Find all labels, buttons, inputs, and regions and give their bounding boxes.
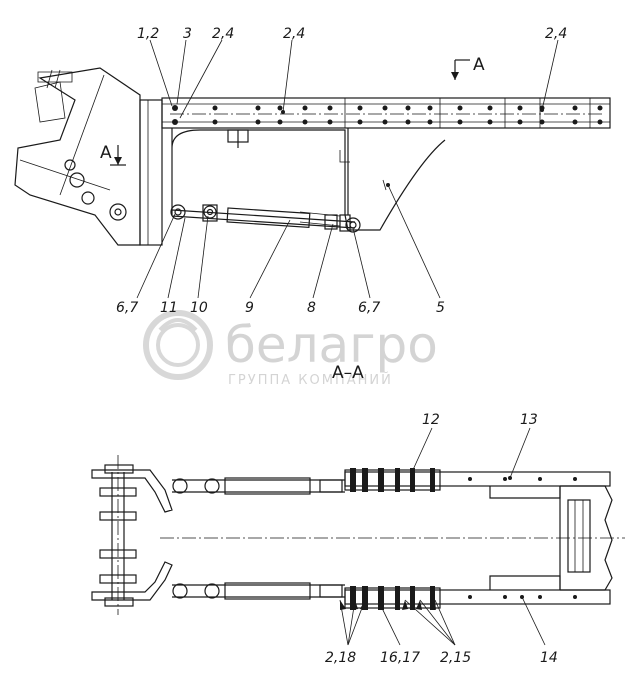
callout-3: 3: [183, 26, 192, 42]
telescopic-rod: [170, 204, 361, 233]
plan-view: [91, 427, 625, 646]
callout-5: 5: [436, 300, 445, 316]
callout-12: 12: [422, 412, 440, 428]
callout-10: 10: [190, 300, 208, 316]
callout-8: 8: [307, 300, 316, 316]
callout-2-4-b: 2,4: [283, 26, 305, 42]
top-leader-dots: [281, 108, 544, 187]
callout-2-18: 2,18: [325, 650, 356, 666]
callout-13: 13: [520, 412, 538, 428]
watermark-logo: [143, 310, 213, 380]
plan-leader-arrows: [340, 476, 524, 610]
top-leaders: [136, 39, 559, 299]
callout-9: 9: [245, 300, 254, 316]
watermark-brand: белагро: [225, 316, 438, 374]
callout-6-7-left: 6,7: [116, 300, 138, 316]
lower-beam-bolts: [350, 586, 577, 610]
top-view: А А: [14, 39, 611, 299]
callout-2-4-a: 2,4: [212, 26, 234, 42]
main-beam: [161, 97, 611, 129]
roller-discs: [99, 487, 137, 584]
callout-14: 14: [540, 650, 558, 666]
callout-2-4-c: 2,4: [545, 26, 567, 42]
section-marker-top: А: [451, 55, 485, 80]
frame-post: [139, 99, 163, 246]
callout-1-2: 1,2: [137, 26, 159, 42]
callout-6-7-right: 6,7: [358, 300, 380, 316]
section-title: А–А: [332, 363, 364, 383]
watermark-tagline: ГРУППА КОМПАНИЙ: [228, 372, 393, 388]
upper-beam-bolts: [350, 468, 577, 492]
section-mark-a-left: А: [100, 143, 112, 163]
section-mark-a-top: А: [473, 55, 485, 75]
side-panel: [171, 128, 446, 231]
plan-view-callouts: 12 13 2,18 16,17 2,15 14: [325, 412, 558, 666]
top-view-callouts: 1,2 3 2,4 2,4 2,4 6,7 11 10 9 8 6,7 5: [116, 26, 567, 316]
callout-16-17: 16,17: [380, 650, 420, 666]
callout-11: 11: [160, 300, 178, 316]
hitch-bracket: [14, 67, 141, 246]
callout-2-15: 2,15: [440, 650, 471, 666]
plan-leaders: [339, 427, 546, 646]
section-marker-left: А: [100, 143, 126, 166]
